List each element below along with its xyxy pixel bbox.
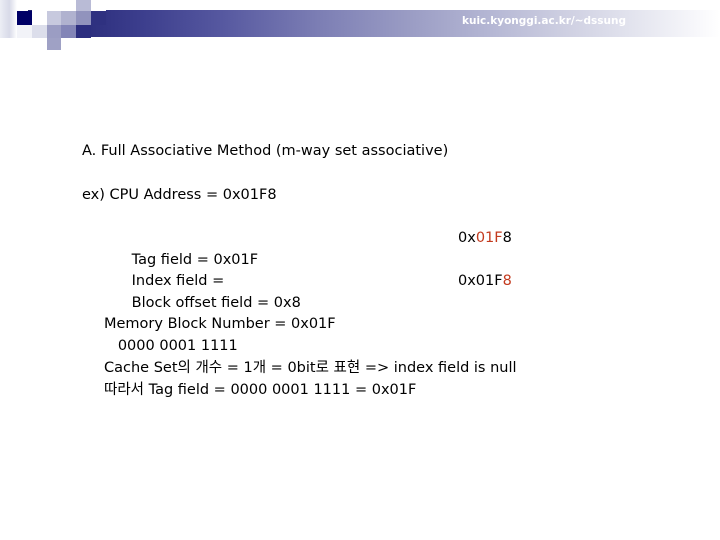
header-gradient-bar xyxy=(28,10,720,37)
header-mosaic-square xyxy=(32,25,47,38)
slide-heading: A. Full Associative Method (m-way set as… xyxy=(82,143,449,159)
header-mosaic-square xyxy=(32,38,47,50)
field-value: 0x01F8 xyxy=(458,271,512,293)
address-field-row: Block offset field = 0x8 0x01F8 xyxy=(104,271,512,311)
address-field-row: Tag field = 0x01F 0x01F8 xyxy=(104,228,512,268)
header-mosaic-square xyxy=(76,11,91,25)
header-mosaic-square xyxy=(32,0,47,11)
header-mosaic-square xyxy=(47,0,61,11)
slide-header: kuic.kyonggi.ac.kr/~dssung xyxy=(0,0,720,56)
header-mosaic-square xyxy=(91,11,106,25)
header-url-text: kuic.kyonggi.ac.kr/~dssung xyxy=(462,15,626,27)
derivation-line: 따라서 Tag field = 0000 0001 1111 = 0x01F xyxy=(104,382,417,398)
header-mosaic-square xyxy=(76,25,91,38)
header-mosaic-square xyxy=(61,25,76,38)
header-mosaic-square xyxy=(61,38,76,50)
slide-example-address: ex) CPU Address = 0x01F8 xyxy=(82,187,277,203)
header-mosaic-square xyxy=(47,25,61,38)
header-mosaic-square-edge xyxy=(0,0,17,38)
header-mosaic-square xyxy=(17,38,32,50)
header-mosaic-square xyxy=(47,38,61,50)
header-mosaic-square-accent xyxy=(17,11,32,25)
derivation-line: Cache Set의 개수 = 1개 = 0bit로 표현 => index f… xyxy=(104,360,517,376)
field-label: Block offset field = 0x8 xyxy=(131,294,301,311)
field-value-highlight: 01F xyxy=(475,230,503,246)
field-value: 0x01F8 xyxy=(458,228,512,250)
field-label: Index field = xyxy=(131,273,225,289)
field-value-highlight: 8 xyxy=(502,273,512,289)
derivation-line: 0000 0001 1111 xyxy=(104,338,238,354)
address-field-row: Index field = xyxy=(104,250,301,289)
field-value-prefix: 0x01F xyxy=(458,273,503,289)
address-field-list: Tag field = 0x01F 0x01F8 Index field = B… xyxy=(104,228,512,311)
derivation-line: Memory Block Number = 0x01F xyxy=(104,316,336,332)
header-mosaic-square xyxy=(32,11,47,25)
header-mosaic-square xyxy=(47,11,61,25)
header-mosaic-square xyxy=(91,0,106,11)
header-mosaic-square xyxy=(61,11,76,25)
field-value-prefix: 0x xyxy=(458,230,476,246)
header-mosaic-square xyxy=(17,25,32,38)
derivation-list: Memory Block Number = 0x01F 0000 0001 11… xyxy=(104,313,517,401)
header-mosaic-square xyxy=(76,0,91,11)
field-label: Tag field = 0x01F xyxy=(131,251,259,268)
field-value-suffix: 8 xyxy=(502,230,512,246)
header-mosaic-square xyxy=(61,0,76,11)
